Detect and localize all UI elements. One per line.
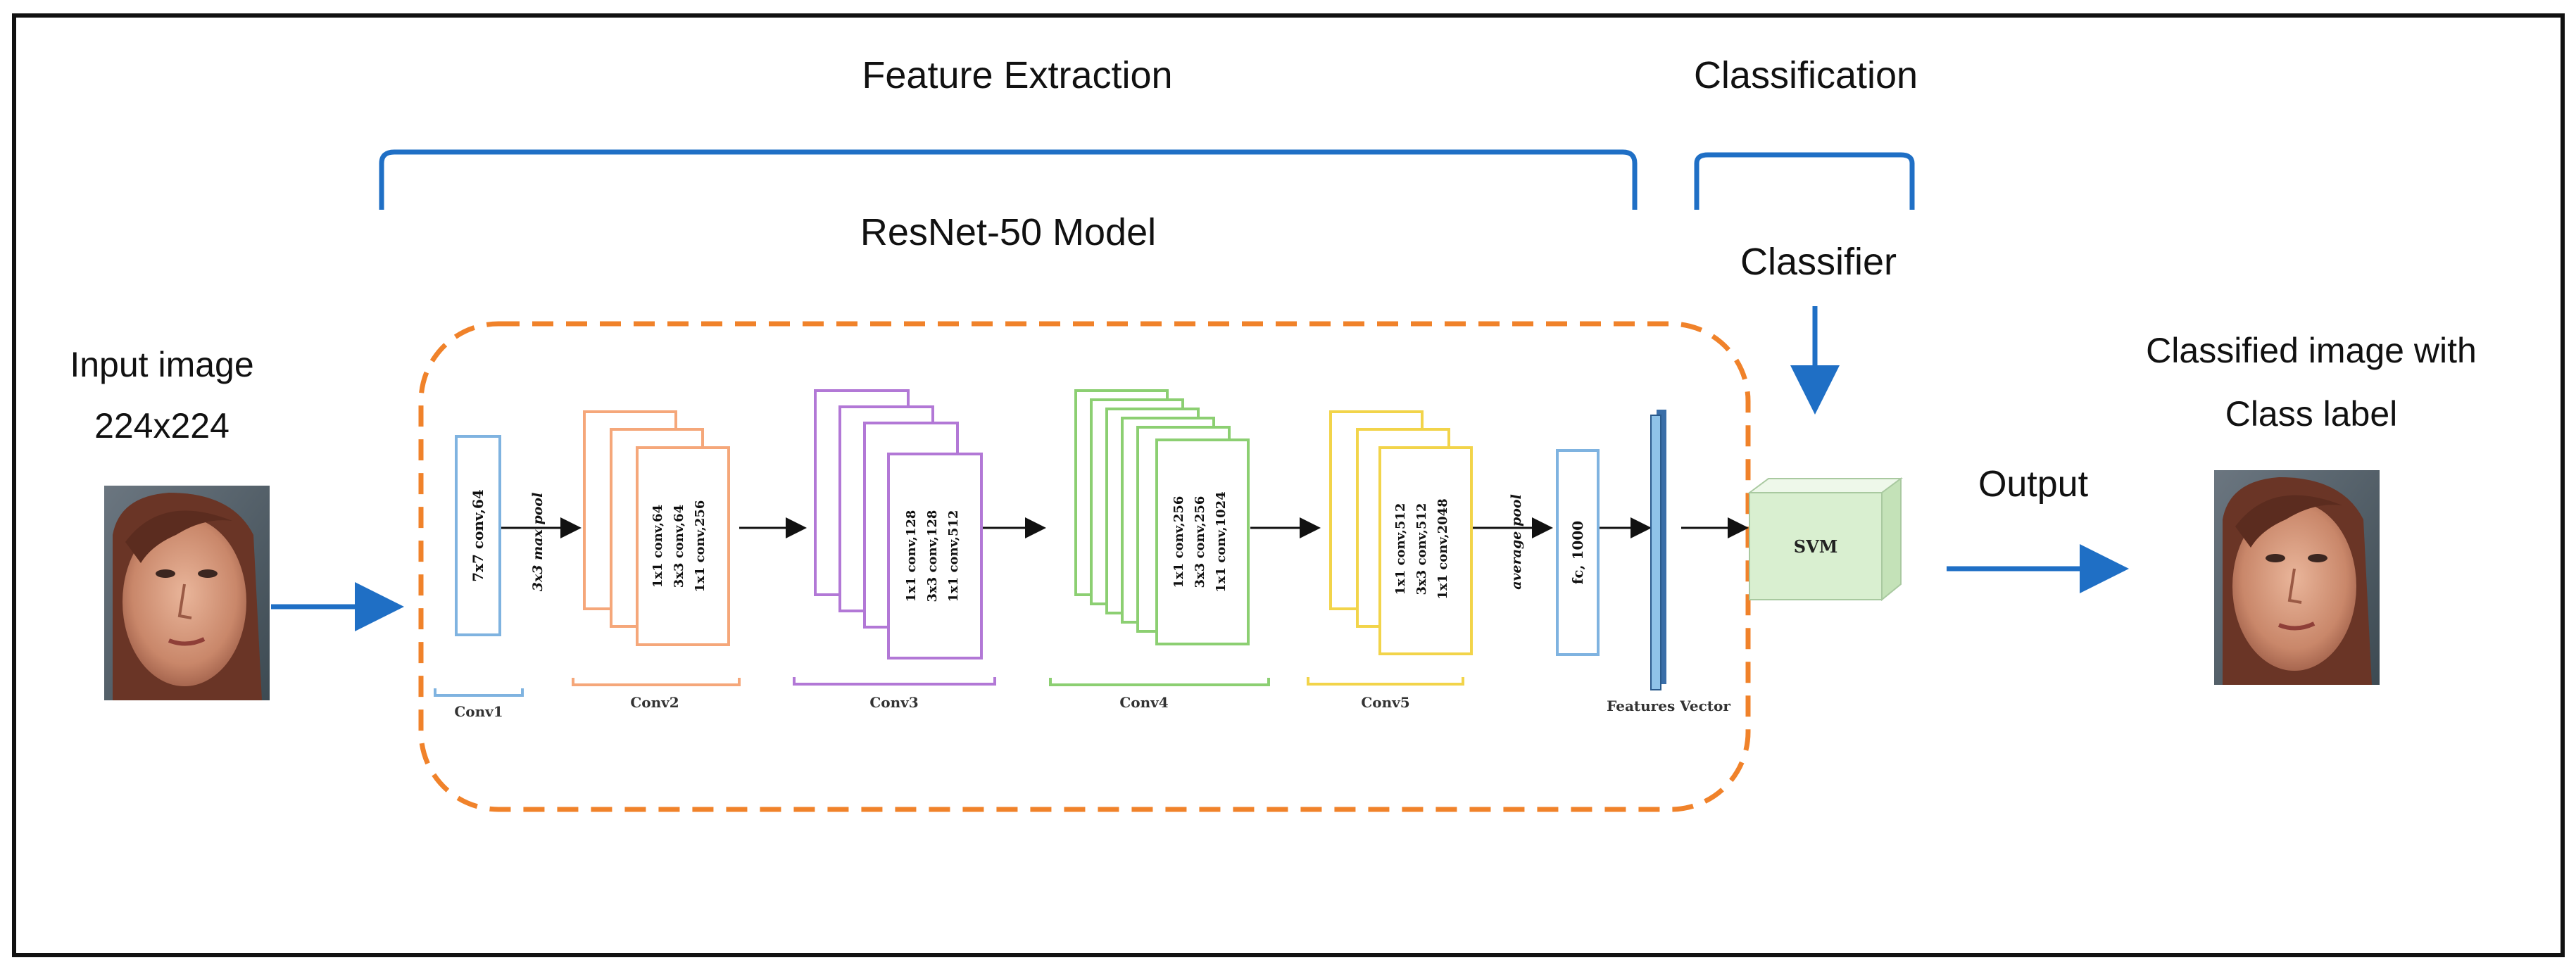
conv1-label: Conv1	[454, 703, 503, 720]
svm-box	[1747, 477, 1904, 602]
conv3-text-2: 3x3 conv,128	[925, 510, 940, 602]
avgpool-label: average pool	[1509, 494, 1524, 590]
conv5-text-3: 1x1 conv,2048	[1435, 498, 1450, 599]
conv5-text-2: 3x3 conv,512	[1414, 503, 1429, 595]
classification-title: Classification	[1694, 54, 1918, 96]
conv5-brace	[1307, 677, 1464, 686]
conv3-brace	[793, 677, 996, 686]
output-face-image	[2214, 470, 2380, 685]
fc-text: fc, 1000	[1569, 521, 1586, 584]
fc-block	[1556, 449, 1600, 656]
features-vector-label: Features Vector	[1607, 698, 1730, 714]
input-size: 224x224	[94, 406, 230, 446]
conv1-brace	[434, 688, 524, 697]
feature-extraction-title: Feature Extraction	[862, 54, 1172, 96]
conv3-text-1: 1x1 conv,128	[904, 510, 919, 602]
conv4-text-2: 3x3 conv,256	[1193, 496, 1207, 588]
conv2-text-1: 1x1 conv,64	[651, 505, 665, 588]
conv5-stack	[1329, 410, 1473, 655]
svm-label: SVM	[1794, 536, 1838, 557]
conv3-stack	[814, 389, 983, 659]
conv3-text-3: 1x1 conv,512	[946, 510, 961, 602]
input-title: Input image	[70, 345, 253, 384]
resnet50-container	[418, 321, 1751, 812]
conv5-label: Conv5	[1361, 694, 1409, 711]
conv5-text-1: 1x1 conv,512	[1393, 503, 1408, 595]
conv4-label: Conv4	[1119, 694, 1168, 711]
conv4-stack	[1074, 389, 1250, 645]
output-label: Output	[1978, 464, 2089, 505]
maxpool-label: 3x3 max pool	[530, 493, 546, 592]
conv1-text: 7x7 conv,64	[470, 489, 486, 582]
output-title-line1: Classified image with	[2146, 331, 2477, 370]
conv2-stack	[583, 410, 730, 646]
output-title-line2: Class label	[2225, 394, 2398, 434]
conv3-label: Conv3	[869, 694, 918, 711]
conv4-brace	[1049, 678, 1270, 686]
conv4-text-1: 1x1 conv,256	[1171, 496, 1186, 588]
conv4-text-3: 1x1 conv,1024	[1214, 491, 1229, 592]
conv1-block	[455, 435, 501, 636]
classifier-title: Classifier	[1740, 241, 1897, 283]
conv2-label: Conv2	[630, 694, 679, 711]
model-title: ResNet-50 Model	[860, 211, 1156, 253]
conv2-text-2: 3x3 conv,64	[672, 505, 686, 588]
conv2-text-3: 1x1 conv,256	[693, 500, 708, 593]
features-vector-bar	[1650, 410, 1666, 690]
outer-frame	[12, 13, 2565, 957]
feature-extraction-bracket	[379, 149, 1638, 210]
conv2-brace	[572, 678, 741, 686]
classification-bracket	[1694, 152, 1915, 210]
input-face-image	[104, 486, 270, 700]
